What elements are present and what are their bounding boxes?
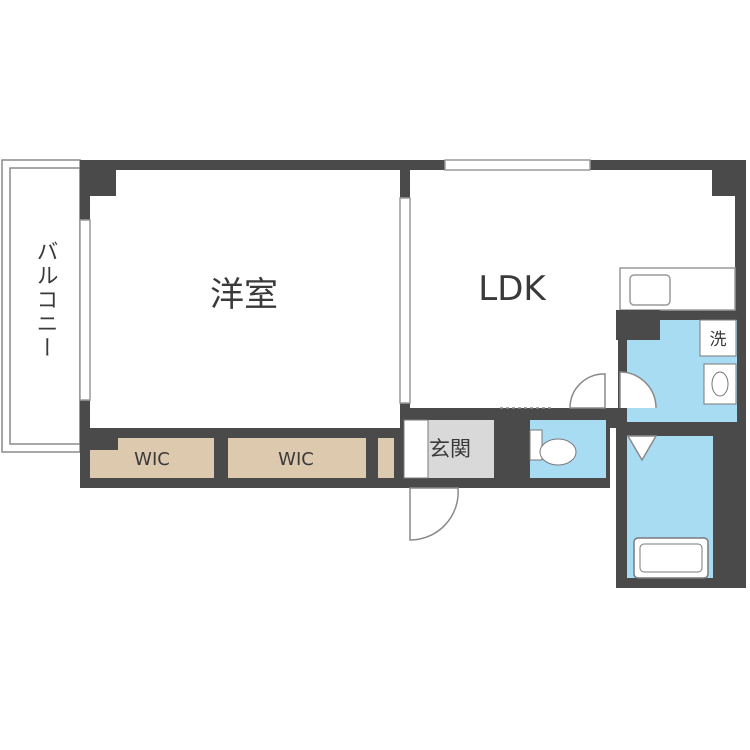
balcony [1, 159, 81, 453]
western-room [90, 170, 400, 428]
windows [79, 159, 591, 404]
doors [409, 371, 658, 541]
ldk-room [410, 160, 746, 408]
ldk-label: LDK [478, 269, 547, 309]
western-room-label: 洋室 [210, 275, 278, 315]
washroom-label: 洗 [710, 330, 727, 350]
wic-label-1: WIC [134, 449, 170, 470]
toilet-room [529, 420, 606, 478]
entrance [403, 419, 494, 479]
bathtub [633, 537, 709, 579]
entrance-label: 玄関 [429, 437, 471, 461]
washing-machine-box [699, 319, 737, 357]
wic-label-2: WIC [278, 449, 314, 470]
balcony-label: バルコニー [33, 240, 58, 360]
wic-storage [90, 438, 394, 478]
